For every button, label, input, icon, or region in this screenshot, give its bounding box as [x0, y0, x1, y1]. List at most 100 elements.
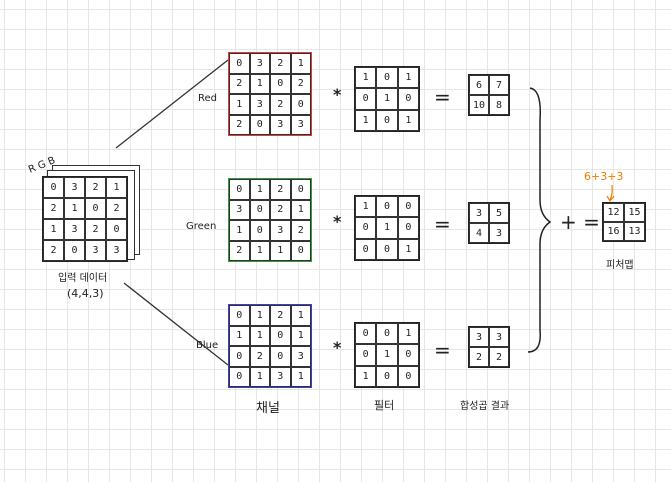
- caption-channel: 채널: [256, 401, 280, 416]
- matrix-cell: 3: [64, 177, 85, 198]
- matrix-cell: 16: [603, 222, 624, 241]
- matrix-cell: 3: [106, 240, 127, 261]
- matrix-cell: 1: [355, 196, 377, 218]
- matrix-cell: 1: [249, 366, 270, 387]
- matrix-cell: 0: [397, 88, 419, 110]
- input-shape: (4,4,3): [67, 287, 104, 300]
- matrix-cell: 1: [376, 217, 398, 239]
- matrix-cell: 1: [290, 53, 311, 74]
- matrix-cell: 0: [229, 53, 250, 74]
- channel-label-blue: Blue: [196, 340, 219, 351]
- matrix-cell: 3: [249, 53, 270, 74]
- matrix-cell: 2: [229, 114, 250, 135]
- matrix-cell: 5: [489, 203, 509, 223]
- matrix-cell: 0: [229, 366, 250, 387]
- matrix-cell: 6: [469, 75, 489, 95]
- matrix-cell: 1: [290, 325, 311, 346]
- feature-map-label: 피처맵: [606, 260, 634, 271]
- matrix-cell: 0: [270, 346, 291, 367]
- caption-result: 합성곱 결과: [460, 401, 510, 412]
- matrix-cell: 0: [270, 325, 291, 346]
- matrix-cell: 1: [249, 73, 270, 94]
- matrix-cell: 1: [397, 238, 419, 260]
- matrix-cell: 1: [290, 305, 311, 326]
- matrix-cell: 0: [397, 217, 419, 239]
- matrix-cell: 2: [43, 240, 64, 261]
- matrix-cell: 2: [489, 347, 509, 367]
- matrix-cell: 1: [270, 240, 291, 261]
- matrix-cell: 0: [85, 198, 106, 219]
- equals-operator-blue: =: [434, 338, 451, 362]
- matrix-cell: 0: [376, 238, 398, 260]
- matrix-cell: 1: [397, 109, 419, 131]
- matrix-cell: 3: [270, 366, 291, 387]
- matrix-cell: 15: [624, 203, 645, 222]
- matrix-cell: 2: [85, 177, 106, 198]
- matrix-cell: 1: [249, 179, 270, 200]
- matrix-cell: 0: [355, 344, 377, 366]
- matrix-cell: 10: [469, 95, 489, 115]
- matrix-cell: 0: [229, 305, 250, 326]
- matrix-cell: 13: [624, 222, 645, 241]
- equals-operator-green: =: [434, 212, 451, 236]
- matrix-cell: 3: [270, 220, 291, 241]
- caption-filter: 필터: [374, 399, 395, 412]
- matrix-cell: 1: [397, 323, 419, 345]
- matrix-cell: 0: [290, 240, 311, 261]
- matrix-cell: 3: [489, 327, 509, 347]
- matrix-cell: 0: [355, 323, 377, 345]
- matrix-cell: 3: [270, 114, 291, 135]
- matrix-cell: 3: [489, 223, 509, 243]
- matrix-cell: 0: [229, 346, 250, 367]
- convolve-operator-blue: *: [333, 338, 342, 357]
- matrix-cell: 1: [249, 325, 270, 346]
- matrix-cell: 0: [290, 179, 311, 200]
- matrix-cell: 1: [64, 198, 85, 219]
- matrix-cell: 2: [85, 219, 106, 240]
- matrix-cell: 0: [376, 109, 398, 131]
- matrix-cell: 2: [270, 305, 291, 326]
- matrix-cell: 2: [229, 240, 250, 261]
- matrix-cell: 1: [355, 109, 377, 131]
- matrix-cell: 0: [397, 344, 419, 366]
- channel-label-red: Red: [198, 93, 217, 104]
- matrix-cell: 2: [229, 73, 250, 94]
- matrix-cell: 0: [270, 73, 291, 94]
- matrix-cell: 1: [376, 88, 398, 110]
- matrix-cell: 0: [376, 323, 398, 345]
- matrix-cell: 3: [85, 240, 106, 261]
- matrix-cell: 1: [229, 220, 250, 241]
- matrix-cell: 1: [355, 365, 377, 387]
- matrix-cell: 2: [270, 53, 291, 74]
- matrix-cell: 1: [229, 94, 250, 115]
- matrix-cell: 0: [106, 219, 127, 240]
- matrix-cell: 1: [376, 344, 398, 366]
- matrix-cell: 1: [249, 305, 270, 326]
- matrix-cell: 2: [106, 198, 127, 219]
- matrix-cell: 0: [397, 365, 419, 387]
- convolve-operator-red: *: [333, 85, 342, 104]
- matrix-cell: 2: [270, 94, 291, 115]
- matrix-cell: 1: [106, 177, 127, 198]
- matrix-cell: 3: [469, 327, 489, 347]
- matrix-cell: 1: [290, 199, 311, 220]
- matrix-cell: 2: [290, 73, 311, 94]
- plus-equals-operator: + =: [560, 210, 600, 234]
- convolve-operator-green: *: [333, 212, 342, 231]
- matrix-cell: 0: [43, 177, 64, 198]
- matrix-cell: 0: [397, 196, 419, 218]
- matrix-cell: 3: [249, 94, 270, 115]
- matrix-cell: 1: [290, 366, 311, 387]
- result-brace: [527, 87, 552, 353]
- matrix-cell: 0: [376, 365, 398, 387]
- matrix-cell: 3: [290, 346, 311, 367]
- matrix-cell: 1: [397, 67, 419, 89]
